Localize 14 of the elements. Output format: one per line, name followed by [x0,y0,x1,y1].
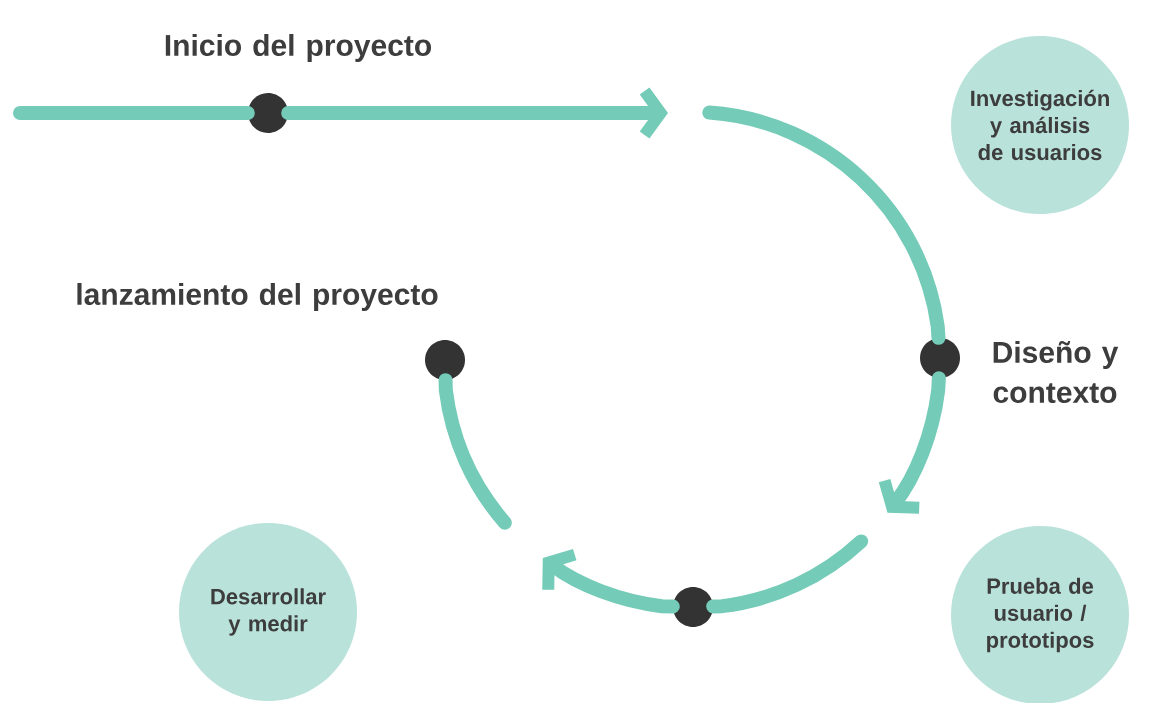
arrow [878,371,946,514]
path-line [702,105,946,345]
arrow [542,548,680,614]
step-label: lanzamiento del proyecto [77,283,438,311]
milestone-dot [673,587,713,627]
arrow [281,87,668,139]
path-line [438,373,512,530]
path-line [706,534,869,614]
milestone-dot [248,93,288,133]
step-label: Diseño y contexto [993,340,1119,403]
step-label: Inicio del proyecto [165,34,431,62]
milestone-dot [920,338,960,378]
milestone-dot [425,340,465,380]
path-line [13,106,255,120]
